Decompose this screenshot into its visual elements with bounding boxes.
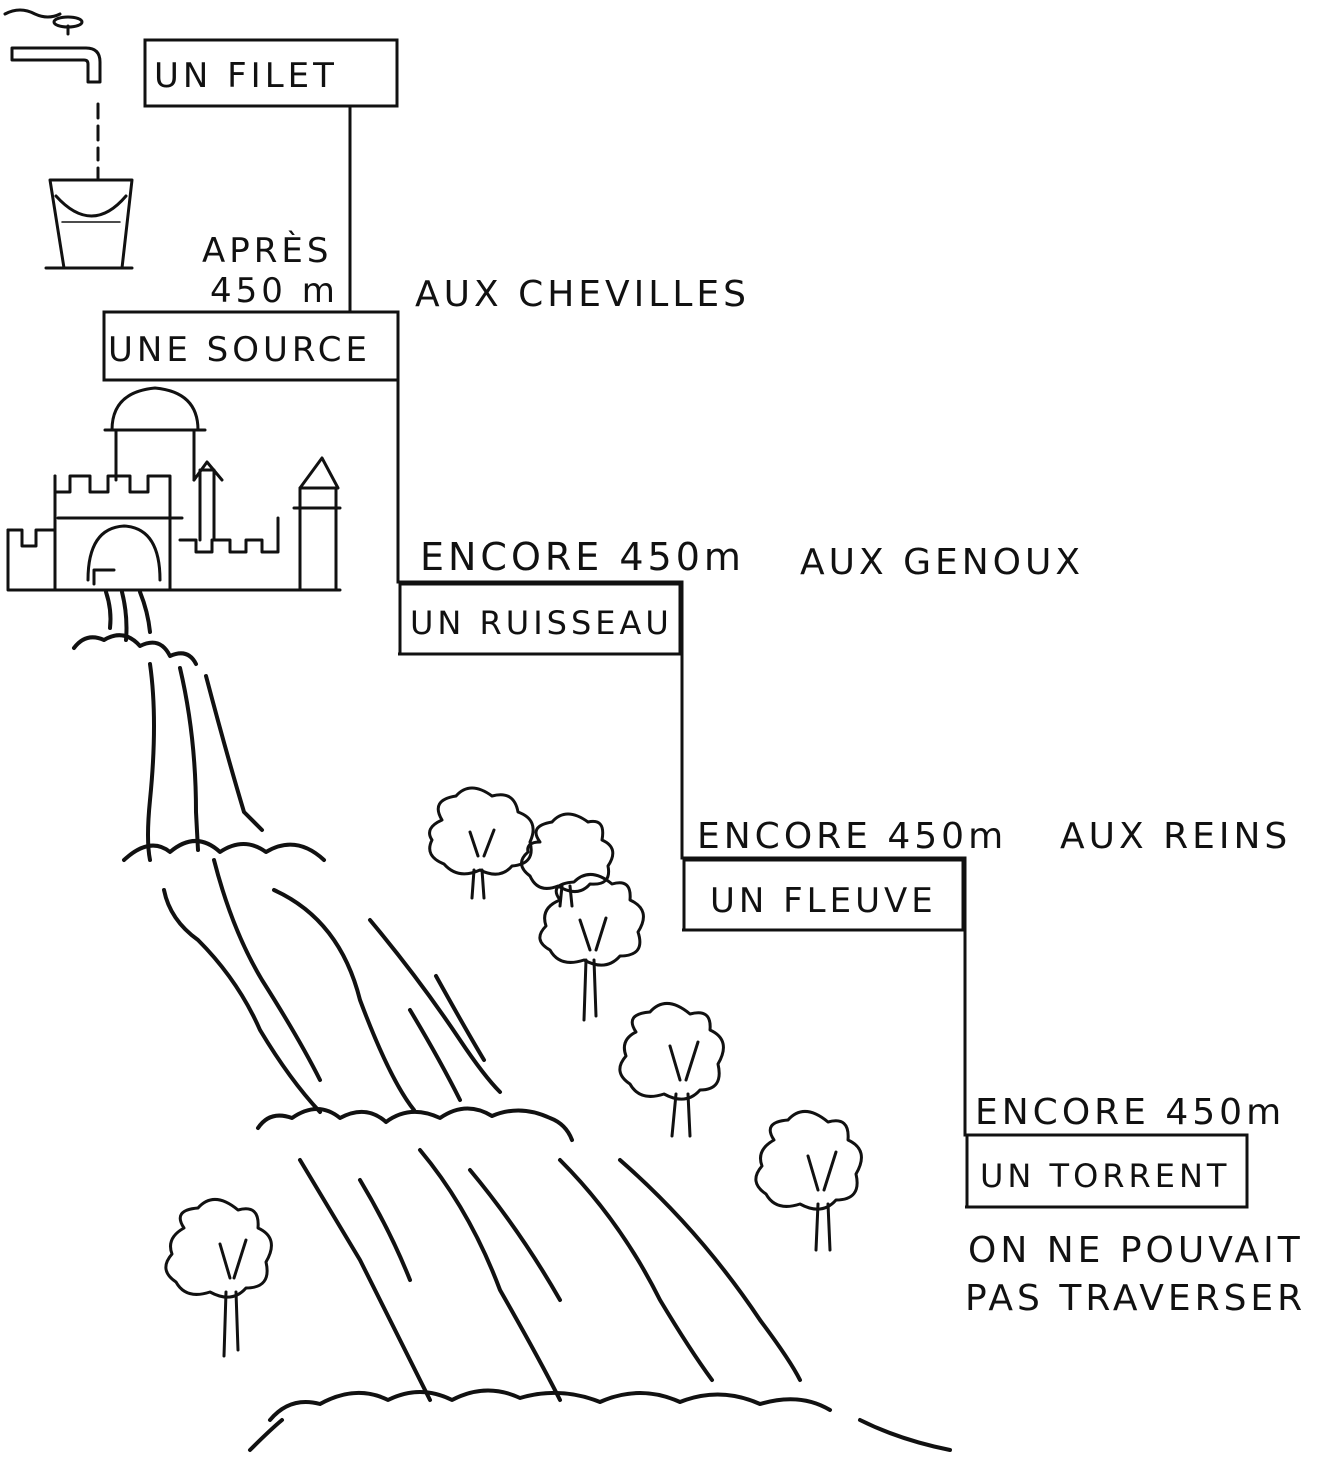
tree-icon [620, 1003, 724, 1136]
stage-box-fleuve: UN FLEUVE [684, 860, 963, 930]
distance-label: ENCORE 450m [697, 816, 1007, 857]
tree-icon [521, 814, 612, 906]
stage-box-torrent: UN TORRENT [967, 1135, 1247, 1207]
stage-box-filet: UN FILET [145, 40, 397, 106]
conclusion-line1: ON NE POUVAIT [968, 1230, 1304, 1271]
distance-label-line1: APRÈS [202, 230, 332, 271]
temple-icon [8, 388, 340, 590]
depth-label: AUX GENOUX [800, 542, 1084, 583]
stage-label: UN FLEUVE [710, 881, 937, 921]
stage-box-ruisseau: UN RUISSEAU [400, 584, 680, 654]
stage-label: UN FILET [154, 56, 338, 96]
depth-label: AUX CHEVILLES [415, 274, 750, 315]
tree-icon [430, 788, 534, 898]
river-illustration [74, 592, 950, 1450]
conclusion-line2: PAS TRAVERSER [965, 1278, 1306, 1319]
stage-box-source: UNE SOURCE [104, 312, 398, 380]
faucet-icon [5, 10, 100, 178]
tree-icon [166, 1199, 272, 1356]
bucket-icon [46, 180, 132, 268]
distance-label: ENCORE 450m [975, 1092, 1285, 1133]
stage-label: UN RUISSEAU [410, 604, 673, 642]
depth-label: AUX REINS [1060, 816, 1291, 857]
distance-label: ENCORE 450m [420, 535, 745, 579]
tree-icon [756, 1111, 862, 1250]
stage-label: UN TORRENT [980, 1157, 1230, 1195]
stage-label: UNE SOURCE [108, 330, 371, 370]
tree-icon [540, 874, 644, 1020]
distance-label-line2: 450 m [210, 271, 339, 311]
